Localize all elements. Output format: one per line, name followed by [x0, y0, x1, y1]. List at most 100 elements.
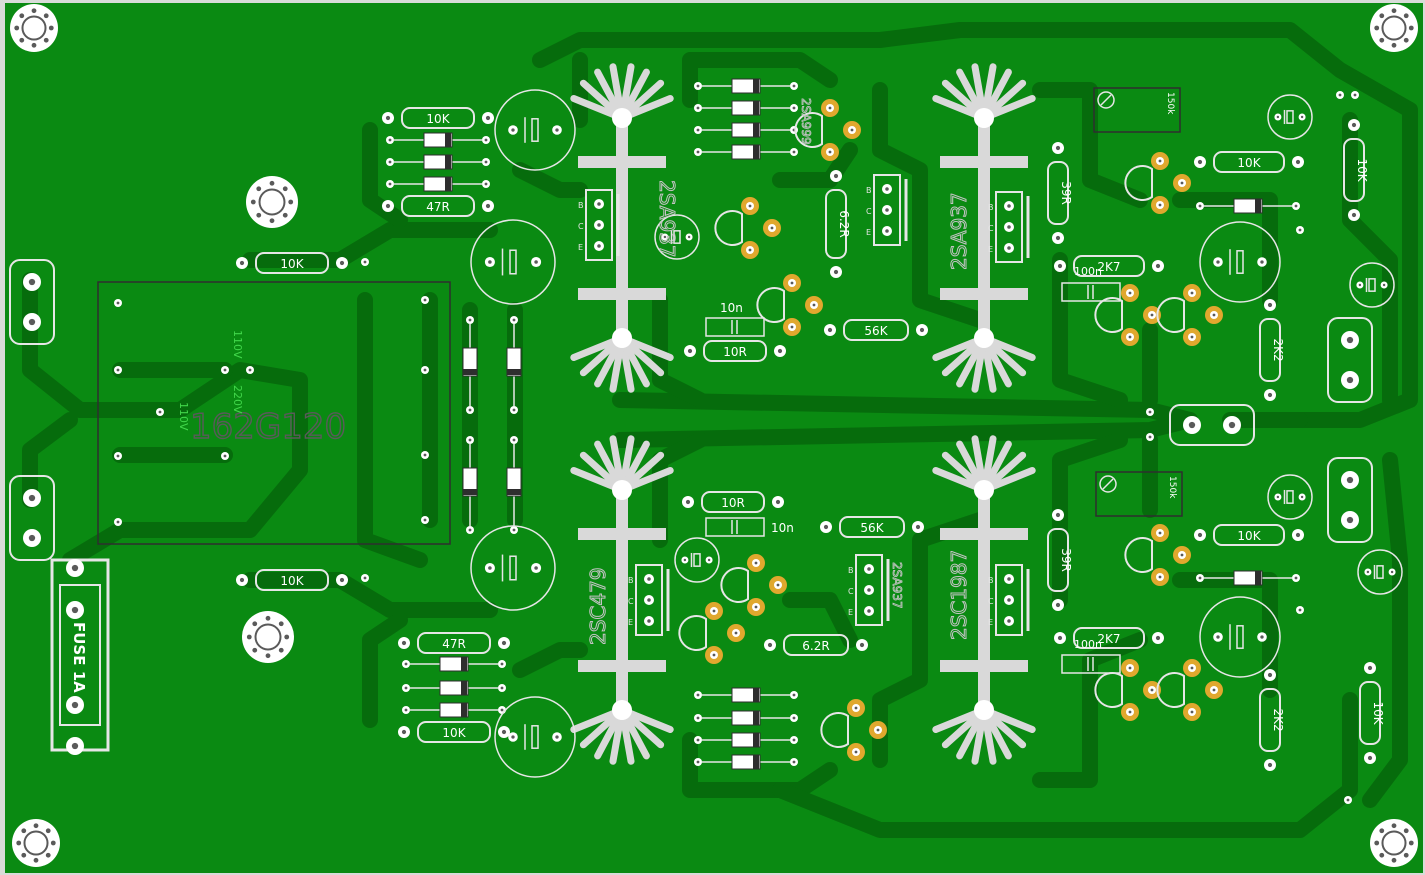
- pad-hole: [792, 760, 796, 764]
- resistor: 10K: [1359, 662, 1385, 764]
- pad-hole: [116, 454, 120, 458]
- capacitor-plate: [509, 555, 517, 581]
- resistor: 2K2: [1259, 669, 1285, 771]
- pad-hole: [1276, 115, 1280, 119]
- pad-hole: [696, 760, 700, 764]
- pad-hole: [696, 128, 700, 132]
- pad-hole: [500, 662, 504, 666]
- diode-band: [461, 657, 467, 671]
- heatsink-screw: [612, 328, 632, 348]
- via: [19, 37, 25, 43]
- terminal-block: [9, 259, 55, 345]
- pin-letter: E: [848, 608, 853, 617]
- pad-hole: [28, 278, 36, 286]
- via: [43, 13, 49, 19]
- pad-hole: [792, 150, 796, 154]
- heatsink: [932, 63, 1036, 393]
- pad-hole: [647, 598, 651, 602]
- pad-hole: [696, 738, 700, 742]
- pad-hole: [828, 106, 832, 110]
- heatsinks: [570, 63, 1036, 765]
- pad: [114, 452, 122, 460]
- via: [19, 13, 25, 19]
- pad-hole: [1358, 283, 1362, 287]
- resistor-label: 10R: [723, 345, 747, 359]
- pad-hole: [1148, 435, 1152, 439]
- pad-hole: [423, 368, 427, 372]
- pad-hole: [663, 235, 667, 239]
- diodes: [386, 78, 1300, 770]
- via: [288, 199, 294, 205]
- via: [1379, 13, 1385, 19]
- via: [1408, 25, 1414, 31]
- part-label-2sc479: 2SC479: [586, 567, 610, 645]
- pad-hole: [687, 348, 693, 354]
- pad: [421, 516, 429, 524]
- terminal-outline: [1327, 457, 1373, 543]
- electrolytic-capacitor: [654, 214, 700, 260]
- pad-hole: [754, 561, 758, 565]
- pad-hole: [1212, 313, 1216, 317]
- diode-band: [1255, 199, 1261, 213]
- via: [256, 186, 262, 192]
- pad-hole: [404, 708, 408, 712]
- diode-band: [753, 101, 759, 115]
- to220-outline: [995, 191, 1023, 263]
- voltage-110-bottom: 110V: [177, 402, 190, 431]
- pad-hole: [885, 187, 889, 191]
- pad-hole: [1190, 710, 1194, 714]
- pad-hole: [776, 583, 780, 587]
- to92-transistors: [678, 99, 1223, 761]
- resistor-label: 2K2: [1271, 708, 1285, 731]
- pin-letter: B: [628, 576, 634, 585]
- via: [33, 857, 39, 863]
- via: [256, 212, 262, 218]
- pad-hole: [696, 106, 700, 110]
- resistor: 6.2R: [825, 170, 851, 278]
- via: [282, 212, 288, 218]
- diode: [386, 176, 490, 192]
- heatsink-spine: [978, 118, 990, 338]
- pad-hole: [388, 160, 392, 164]
- heatsink-bar: [940, 156, 1028, 168]
- pad-hole: [885, 229, 889, 233]
- electrolytic-capacitor: [1267, 474, 1313, 520]
- heatsink-bar: [940, 288, 1028, 300]
- pad-hole: [28, 494, 36, 502]
- diode-band: [507, 369, 521, 375]
- capacitor-outline: [494, 89, 576, 171]
- pad-hole: [1267, 762, 1273, 768]
- pad-hole: [1300, 115, 1304, 119]
- pad-hole: [339, 577, 345, 583]
- resistor-body: [1047, 161, 1069, 225]
- diode-band: [753, 733, 759, 747]
- pad-hole: [712, 609, 716, 613]
- capacitor-plate: [531, 118, 539, 142]
- pad-hole: [385, 203, 391, 209]
- electrolytic-capacitors: [470, 89, 1403, 778]
- pad-hole: [485, 115, 491, 121]
- pad-hole: [748, 204, 752, 208]
- pad-hole: [1055, 512, 1061, 518]
- resistor-label: 10K: [1355, 158, 1369, 182]
- pad-hole: [28, 534, 36, 542]
- pad-hole: [1158, 531, 1162, 535]
- mounting-bore: [23, 830, 49, 856]
- pad: [1351, 91, 1359, 99]
- pin-letter: B: [848, 566, 854, 575]
- via: [282, 186, 288, 192]
- pad: [156, 408, 164, 416]
- pad-hole: [401, 640, 407, 646]
- pad-hole: [1158, 203, 1162, 207]
- electrolytic-capacitor: [470, 525, 556, 611]
- pad-hole: [484, 138, 488, 142]
- pad-hole: [363, 576, 367, 580]
- mounting-holes: [10, 4, 1418, 867]
- transformer: 162G120 110V 220V 110V: [97, 281, 451, 545]
- via: [1391, 8, 1397, 14]
- pad-hole: [1338, 93, 1342, 97]
- resistor-label: 39R: [1059, 548, 1073, 572]
- pad-hole: [1007, 204, 1011, 208]
- resistor-label: 2K7: [1097, 632, 1120, 646]
